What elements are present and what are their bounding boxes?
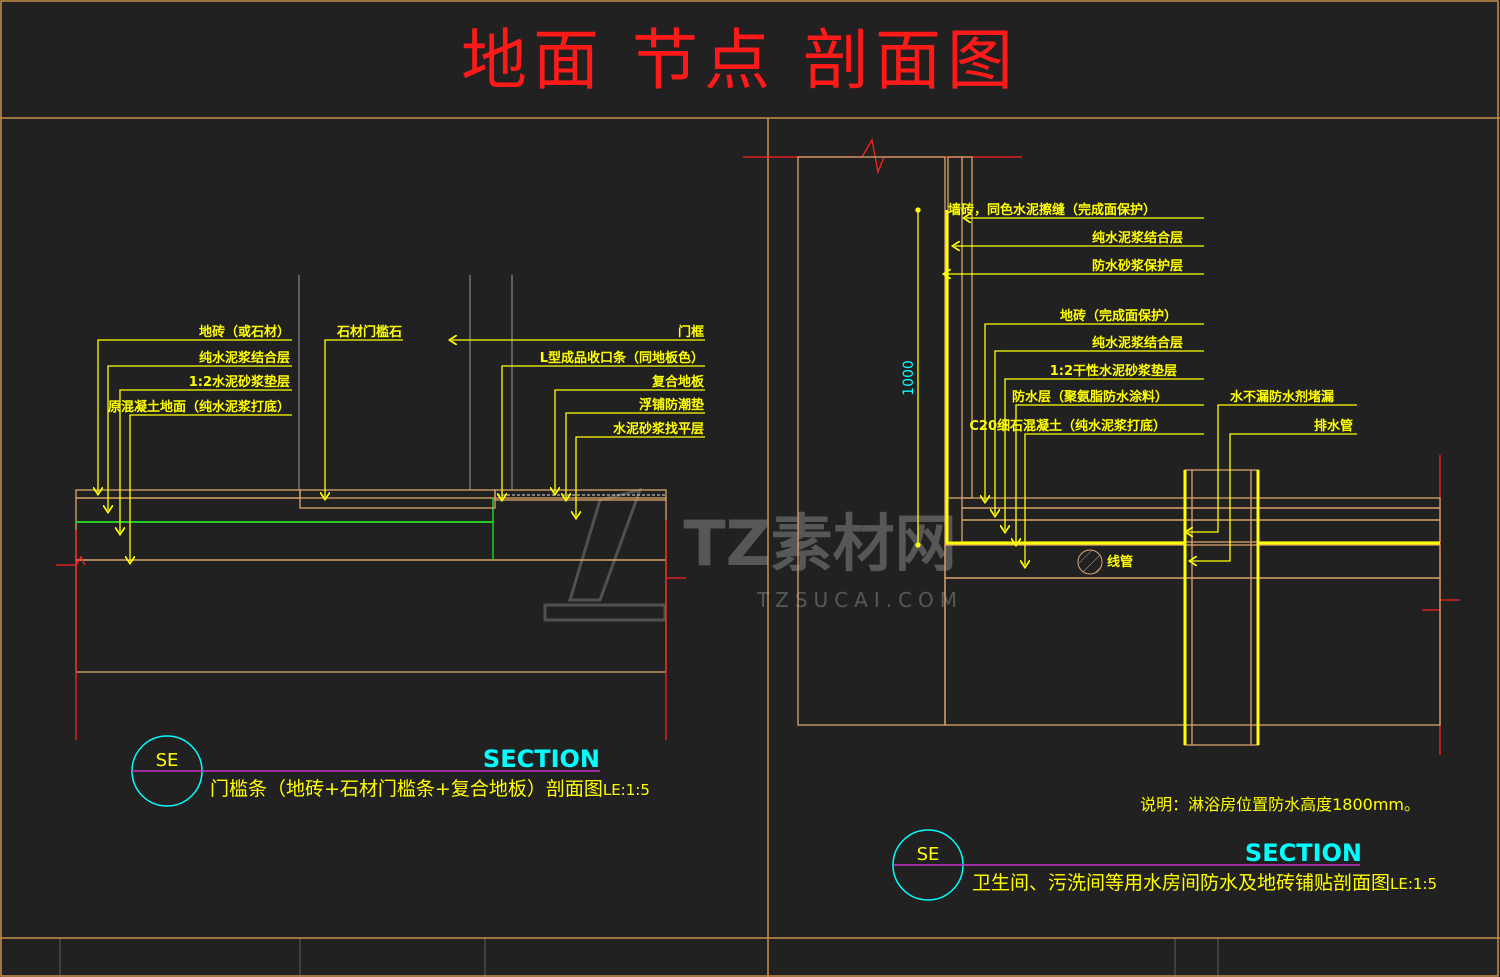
mortar-bed [75,497,667,561]
label-dry-mortar: 1:2干性水泥砂浆垫层 [1050,363,1177,379]
label-underlay: 浮铺防潮垫 [639,397,704,413]
bathroom-waterproof-section-detail: 线管 1000 墙砖，同色水泥擦缝（完成面保护） 纯水泥浆结合层 防水砂浆保护层… [743,138,1460,901]
label-drain-pipe: 排水管 [1314,418,1353,434]
label-leveling: 水泥砂浆找平层 [613,421,704,437]
label-door-frame: 门框 [678,324,704,340]
stone-threshold [299,489,496,509]
label-floor-bond: 纯水泥浆结合层 [1092,335,1183,351]
label-wall-tile: 墙砖，同色水泥擦缝（完成面保护） [948,202,1156,218]
section-title-left: SE SECTION 门槛条（地砖+石材门槛条+复合地板）剖面图LE:1:5 [131,735,650,807]
section-badge: SE [917,844,940,865]
label-wall-protect: 防水砂浆保护层 [1092,258,1183,274]
label-l-trim: L型成品收口条（同地板色） [540,350,704,366]
label-conduit: 线管 [1107,554,1133,570]
label-cement-bond: 纯水泥浆结合层 [199,350,290,366]
note: 说明：淋浴房位置防水高度1800mm。 [1140,795,1420,814]
label-floor-tile: 地砖（或石材） [199,324,290,340]
section-scale: LE:1:5 [603,781,650,799]
laminate-floor [494,489,667,501]
label-concrete-base: 原混凝土地面（纯水泥浆打底） [108,399,290,415]
label-waterproof: 防水层（聚氨脂防水涂料） [1012,389,1168,405]
label-mortar-bed: 1:2水泥砂浆垫层 [189,374,290,390]
leaders-left [98,340,705,561]
section-badge: SE [156,750,179,771]
section-word: SECTION [483,745,600,773]
drain-pipe [1184,469,1259,746]
section-scale: LE:1:5 [1390,875,1437,893]
section-caption-line: 卫生间、污洗间等用水房间防水及地砖铺贴剖面图LE:1:5 [972,872,1437,894]
watermark-brand: TZ素材网 [683,507,956,580]
floor-tile [75,489,301,499]
dimension-value: 1000 [901,360,917,396]
label-c20-concrete: C20细石混凝土（纯水泥浆打底） [969,418,1166,434]
section-caption-line: 门槛条（地砖+石材门槛条+复合地板）剖面图LE:1:5 [210,778,650,800]
section-caption: 门槛条（地砖+石材门槛条+复合地板）剖面图 [210,778,603,800]
drawing-title: 地面 节点 剖面图 [461,22,1019,99]
wall [797,156,946,726]
section-caption: 卫生间、污洗间等用水房间防水及地砖铺贴剖面图 [972,872,1390,894]
label-floor-tile-r: 地砖（完成面保护） [1060,308,1177,324]
watermark-url: TZSUCAI.COM [756,588,963,612]
label-laminate: 复合地板 [651,374,705,390]
dimension-line [915,207,921,548]
conduit [1077,549,1103,575]
watermark: TZ素材网 TZSUCAI.COM [543,487,963,622]
label-stone-threshold: 石材门槛石 [336,324,402,340]
waterproof-layer [945,210,1440,745]
section-word: SECTION [1245,839,1362,867]
leaders-right [946,218,1357,565]
label-plug: 水不漏防水剂堵漏 [1230,389,1334,405]
label-wall-bond: 纯水泥浆结合层 [1092,230,1183,246]
section-title-right: SE SECTION 卫生间、污洗间等用水房间防水及地砖铺贴剖面图LE:1:5 [892,829,1437,901]
threshold-section-detail: 地砖（或石材） 纯水泥浆结合层 1:2水泥砂浆垫层 原混凝土地面（纯水泥浆打底）… [56,275,705,807]
